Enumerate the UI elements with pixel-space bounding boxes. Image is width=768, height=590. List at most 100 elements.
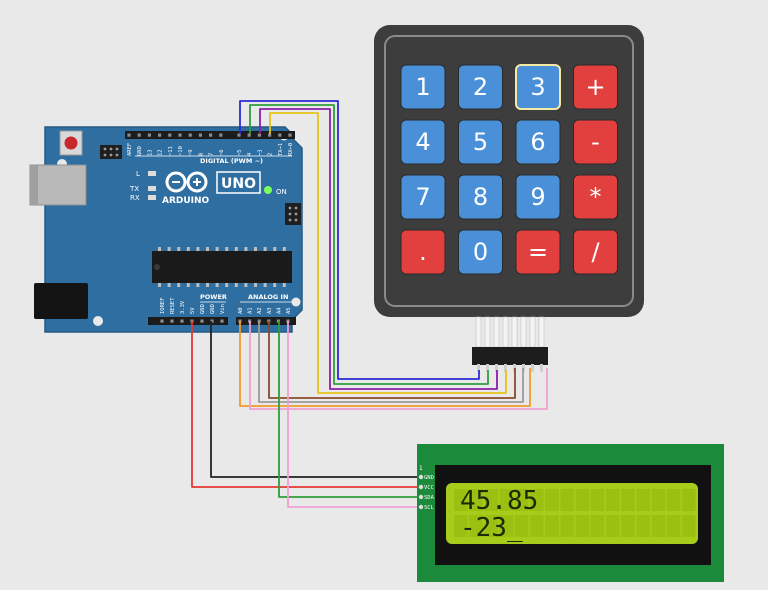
wire-black[interactable]: [210, 321, 420, 478]
keypad-pin: [486, 364, 489, 372]
keypad-bezel: [384, 35, 634, 307]
digital-pin: [219, 133, 223, 137]
digital-pin: [198, 133, 202, 137]
key-8[interactable]: 8: [458, 174, 503, 220]
ribbon-lead: [502, 316, 509, 348]
digital-pin: [158, 133, 162, 137]
power-pin-label: IOREF: [160, 297, 166, 314]
wire-yellow[interactable]: [269, 112, 507, 394]
lcd-cell: [560, 515, 574, 537]
digital-pin: [278, 133, 282, 137]
lcd-cell: [636, 489, 650, 511]
key-label: 5: [473, 128, 488, 156]
reset-button[interactable]: [64, 136, 78, 150]
key-label: +: [585, 73, 605, 101]
digital-pin-label: 7: [209, 153, 215, 156]
digital-pin-label: ~9: [188, 149, 194, 156]
key-divide[interactable]: /: [573, 229, 618, 275]
chip-leg: [273, 283, 277, 287]
lcd-pin-sda: [418, 494, 424, 500]
wire-blue[interactable]: [239, 100, 480, 380]
key-2[interactable]: 2: [458, 64, 503, 110]
lcd-cell: [682, 489, 696, 511]
keypad-pin: [495, 364, 498, 372]
key-5[interactable]: 5: [458, 119, 503, 165]
analog-header-label: ANALOG IN: [248, 293, 288, 301]
chip-leg: [263, 283, 267, 287]
wire-orange[interactable]: [239, 321, 531, 407]
key-equals[interactable]: =: [515, 229, 561, 275]
lcd-cell: [682, 515, 696, 537]
key-cap: [515, 64, 561, 110]
lcd-cell: [621, 489, 635, 511]
power-pin-label: GND: [210, 304, 216, 314]
power-pin-label: Vin: [220, 304, 226, 314]
key-9[interactable]: 9: [515, 174, 561, 220]
led-rx: [148, 195, 156, 200]
key-cap: [573, 119, 618, 165]
keypad-pin: [540, 364, 543, 372]
chip-leg: [158, 247, 161, 251]
keypad-pin: [504, 364, 507, 372]
wire-pink[interactable]: [287, 321, 420, 508]
chip-leg: [206, 247, 209, 251]
lcd-cell: [484, 515, 498, 537]
key-label: 4: [415, 128, 430, 156]
key-label: 2: [473, 73, 488, 101]
lcd-pin-label: VCC: [424, 485, 434, 491]
lcd-cell: [651, 515, 666, 537]
wire-red[interactable]: [191, 321, 420, 488]
lcd-line-2: -23_: [460, 513, 523, 543]
chip-leg: [244, 247, 248, 251]
chip-leg: [282, 283, 286, 287]
power-on-led: [264, 186, 272, 194]
key-7[interactable]: 7: [400, 174, 446, 220]
key-cap: [515, 174, 561, 220]
wire-pink[interactable]: [249, 321, 548, 410]
power-pin: [180, 319, 184, 323]
key-cap: [400, 174, 446, 220]
chip-leg: [215, 247, 219, 251]
lcd-cell: [575, 489, 590, 511]
led-label-tx: TX: [129, 185, 139, 193]
digital-pin: [268, 133, 272, 137]
ribbon-lead: [475, 316, 482, 348]
chip-leg: [196, 283, 200, 287]
key-6[interactable]: 6: [515, 119, 561, 165]
wire-gray[interactable]: [258, 321, 524, 403]
wire-brown[interactable]: [268, 321, 516, 399]
key-0[interactable]: 0: [458, 229, 503, 275]
key-3[interactable]: 3: [515, 64, 561, 110]
key-minus[interactable]: -: [573, 119, 618, 165]
key-dot[interactable]: .: [400, 229, 446, 275]
lcd-cell: [484, 489, 498, 511]
chip-leg: [215, 283, 219, 287]
key-cap: [400, 64, 446, 110]
digital-pin-label: ~10: [178, 146, 184, 156]
analog-pin-label: A4: [276, 307, 282, 314]
wire-green[interactable]: [249, 104, 489, 385]
key-multiply[interactable]: *: [573, 174, 618, 220]
power-pin: [160, 319, 164, 323]
chip-leg: [244, 283, 248, 287]
key-4[interactable]: 4: [400, 119, 446, 165]
key-cap: [458, 174, 503, 220]
key-1[interactable]: 1: [400, 64, 446, 110]
digital-pin-label: ~6: [219, 149, 225, 156]
chip-leg: [177, 283, 181, 287]
wire-purple[interactable]: [259, 108, 498, 390]
wire-green[interactable]: [278, 321, 420, 498]
chip-leg: [167, 247, 171, 251]
power-header: [148, 317, 228, 325]
led-tx: [148, 186, 156, 191]
digital-pin-label: ~11: [168, 146, 174, 156]
lcd-cell: [469, 489, 483, 511]
key-plus[interactable]: +: [573, 64, 618, 110]
lcd-cell: [545, 489, 559, 511]
